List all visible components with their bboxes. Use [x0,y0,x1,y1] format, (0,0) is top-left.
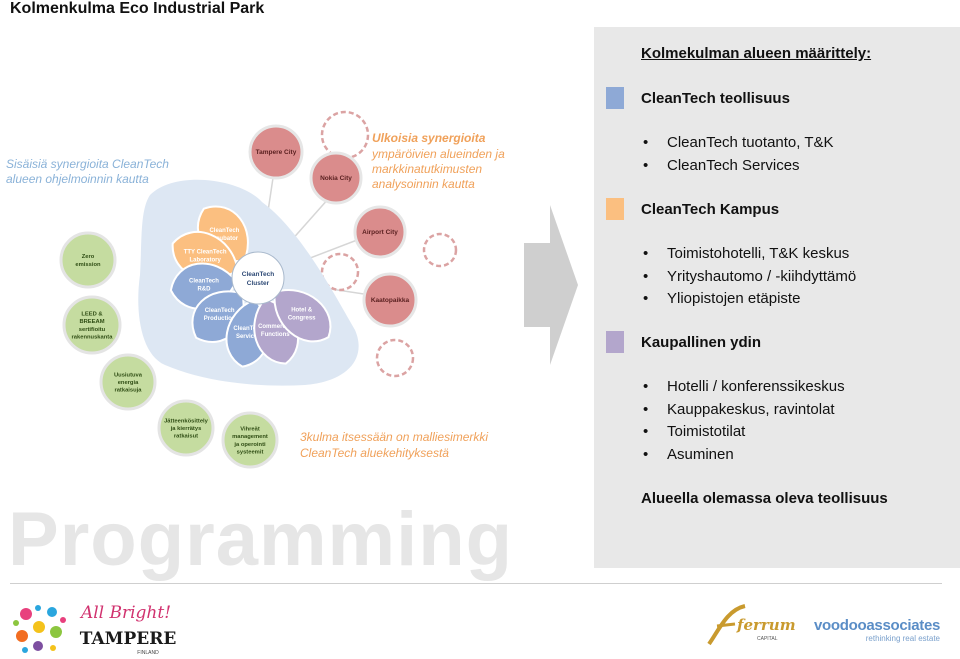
city-circle [353,205,407,259]
right-note-line1: Ulkoisia synergioita [372,131,486,145]
city-label: Kaatopaikka [371,297,410,304]
city-circle [248,124,304,180]
footer-divider [10,583,942,584]
green-circle-label: ratkaisut [174,434,198,440]
petal-label: Services [236,334,261,340]
cluster-hub [231,251,285,305]
section-industry-list: CleanTech tuotanto, T&K CleanTech Servic… [641,132,834,177]
petal-label: R&D [197,287,211,293]
swatch-industry [606,87,624,109]
petal-shape [273,289,332,343]
petal-label: Congress [288,316,316,322]
right-note-line2: ympäröivien alueinden ja [371,147,505,161]
petal-label: Functions [261,332,290,338]
hub-line2: Cluster [247,280,270,287]
city-label: Tampere City [256,149,297,156]
tampere-tagline: All Bright! [79,603,171,623]
section-commercial-list: Hotelli / konferenssikeskus Kauppakeskus… [641,376,845,466]
section-campus-heading: CleanTech Kampus [641,201,780,218]
left-note-line2: alueen ohjelmoinnin kautta [6,172,149,186]
swatch-commercial [606,331,624,353]
green-circle-label: ja kierrätys [170,426,202,432]
list-item: Kauppakeskus, ravintolat [641,399,845,422]
arrow-shape [524,205,578,365]
list-item: Hotelli / konferenssikeskus [641,376,845,399]
panel-title: Kolmekulman alueen määrittely: [641,45,872,62]
green-circle-label: Vihreät [240,427,260,433]
green-circle [59,231,117,289]
voodoo-tagline: rethinking real estate [865,634,940,643]
list-item: Yrityshautomo / -kiihdyttämö [641,266,856,289]
synergy-diagram: Sisäisiä synergioita CleanTech alueen oh… [6,110,505,469]
petal-label: CleanTech [205,308,235,314]
ferrum-logo: ferrum CAPITAL [707,604,796,646]
green-circle-label: LEED & [81,312,102,318]
list-item: Toimistotilat [641,421,845,444]
green-circle-label: Uusiutuva [114,372,143,378]
swatch-campus [606,198,624,220]
tampere-sub: FINLAND [137,650,159,656]
list-item: CleanTech tuotanto, T&K [641,132,834,155]
green-circle-label: ja operointi [233,442,266,448]
hub-line1: CleanTech [242,271,274,278]
green-circle [99,353,157,411]
page-title: Kolmenkulma Eco Industrial Park [10,0,265,17]
section-industry-heading: CleanTech teollisuus [641,90,790,107]
petal-label: CleanTech [189,279,219,285]
petal [273,289,332,343]
section-campus-list: Toimistohotelli, T&K keskus Yrityshautom… [641,243,856,311]
green-circle [62,295,122,355]
petal-label: Incubator [211,236,239,242]
bottom-note-line2: CleanTech aluekehityksestä [300,446,449,460]
city-label: Airport City [362,229,398,236]
list-item: Yliopistojen etäpiste [641,288,856,311]
left-note-line1: Sisäisiä synergioita CleanTech [6,157,169,171]
list-item: Asuminen [641,444,845,467]
green-circle [221,411,279,469]
tampere-logo-mark [13,605,66,653]
petal-label: Commercial [258,324,293,330]
green-circle-label: systeemit [237,449,264,455]
tampere-logo-text: All Bright! TAMPERE FINLAND [79,603,177,656]
section-commercial-heading: Kaupallinen ydin [641,334,762,351]
green-circle-label: ratkaisuja [114,388,142,394]
right-note-line4: analysoinnin kautta [372,177,475,191]
green-circle-label: Zero [82,254,95,260]
ferrum-sub: CAPITAL [757,636,778,642]
bottom-note-line1: 3kulma itsessään on malliesimerkki [300,430,488,444]
petal-label: CleanTech [209,228,239,234]
ferrum-name: ferrum [736,616,796,634]
right-note-line3: markkinatutkimusten [372,162,482,176]
green-circle-label: BREEAM [79,319,104,325]
petal-label: TTY CleanTech [184,250,227,256]
green-circle-label: emission [75,262,101,268]
green-circle-label: sertifioitu [79,327,106,333]
green-circle-label: rakennuskanta [72,334,114,340]
green-circle-label: Jätteenkösittely [164,418,209,424]
city-label: Nokia City [320,175,352,182]
green-circle [157,399,215,457]
petal-label: CleanTech [233,326,263,332]
city-circle [362,272,418,328]
list-item: CleanTech Services [641,155,834,178]
tampere-name: TAMPERE [80,629,177,649]
section-existing-heading: Alueella olemassa oleva teollisuus [641,490,888,507]
green-circle-label: energia [118,380,139,386]
voodoo-name: voodooassociates [814,617,941,634]
list-item: Toimistohotelli, T&K keskus [641,243,856,266]
programming-watermark: Programming [8,497,514,582]
petal-label: Laboratory [189,258,221,264]
petal-label: Production [204,316,236,322]
petal-label: Hotel & [291,308,313,314]
city-circle [309,151,363,205]
voodoo-logo: voodooassociates rethinking real estate [814,617,944,643]
green-circle-label: management [232,434,268,440]
